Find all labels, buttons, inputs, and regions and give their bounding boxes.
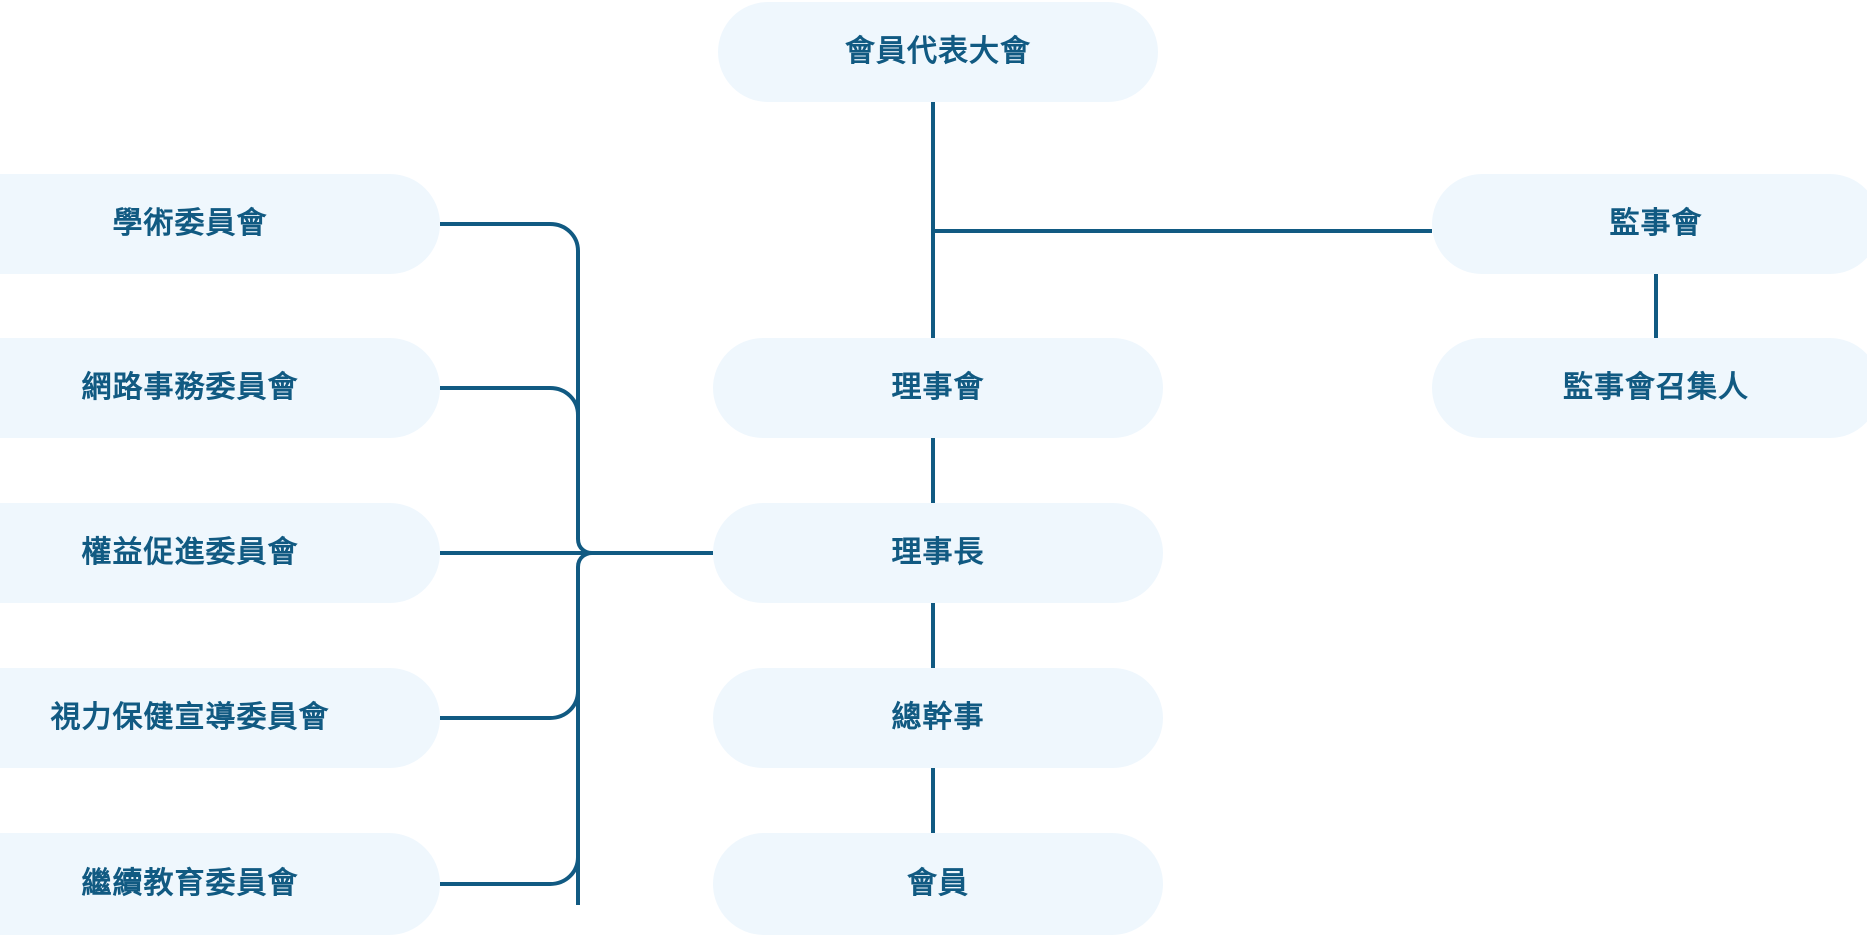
node-supervisor-convener[interactable]: 監事會召集人 bbox=[1432, 338, 1867, 438]
node-members-label: 會員 bbox=[907, 867, 969, 900]
node-chairman-label: 理事長 bbox=[891, 536, 985, 569]
edge-committee-2 bbox=[440, 386, 580, 416]
edge-committee-5 bbox=[440, 856, 580, 886]
node-chairman[interactable]: 理事長 bbox=[713, 503, 1163, 603]
bus-junction-lower bbox=[576, 551, 593, 568]
node-vision-health-committee[interactable]: 視力保健宣導委員會 bbox=[0, 668, 440, 768]
node-continuing-education-committee[interactable]: 繼續教育委員會 bbox=[0, 833, 440, 935]
node-continuing-education-committee-label: 繼續教育委員會 bbox=[81, 867, 299, 900]
node-academic-committee-label: 學術委員會 bbox=[112, 207, 268, 240]
node-rights-promotion-committee[interactable]: 權益促進委員會 bbox=[0, 503, 440, 603]
node-vision-health-committee-label: 視力保健宣導委員會 bbox=[50, 701, 330, 734]
node-supervisor-convener-label: 監事會召集人 bbox=[1563, 371, 1749, 404]
edge-committee-1 bbox=[440, 222, 580, 252]
node-board-of-supervisors-label: 監事會 bbox=[1609, 207, 1703, 240]
node-board-of-supervisors[interactable]: 監事會 bbox=[1432, 174, 1867, 274]
node-assembly[interactable]: 會員代表大會 bbox=[718, 2, 1158, 102]
node-members[interactable]: 會員 bbox=[713, 833, 1163, 935]
node-rights-promotion-committee-label: 權益促進委員會 bbox=[81, 536, 299, 569]
edge-committee-4 bbox=[440, 690, 580, 720]
node-internet-affairs-committee-label: 網路事務委員會 bbox=[81, 371, 299, 404]
node-secretary-general[interactable]: 總幹事 bbox=[713, 668, 1163, 768]
node-secretary-general-label: 總幹事 bbox=[891, 701, 985, 734]
node-board-of-directors[interactable]: 理事會 bbox=[713, 338, 1163, 438]
node-assembly-label: 會員代表大會 bbox=[845, 35, 1031, 68]
node-academic-committee[interactable]: 學術委員會 bbox=[0, 174, 440, 274]
node-board-of-directors-label: 理事會 bbox=[891, 371, 985, 404]
node-internet-affairs-committee[interactable]: 網路事務委員會 bbox=[0, 338, 440, 438]
bus-junction-upper bbox=[576, 538, 593, 555]
